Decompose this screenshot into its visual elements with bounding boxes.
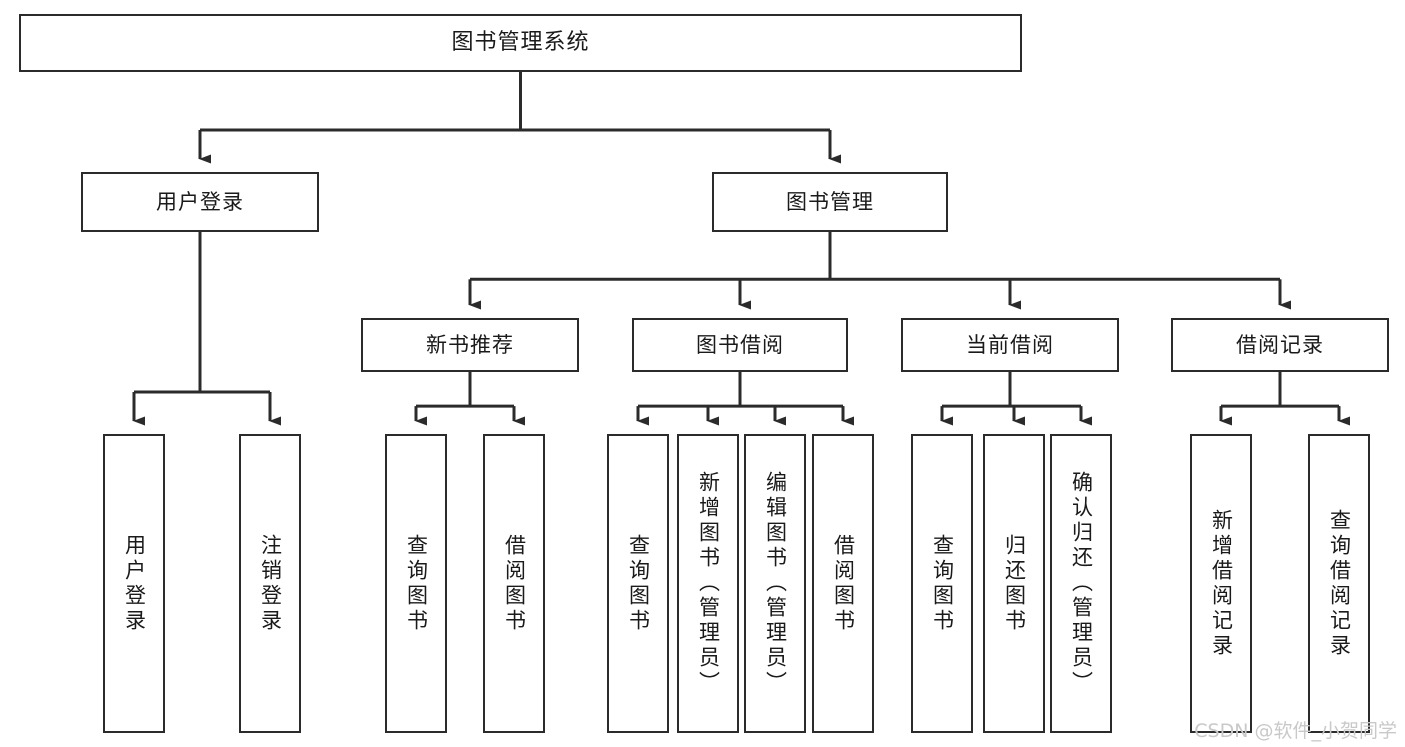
node-leaf-bb-query[interactable]: 查询图书 — [607, 434, 669, 733]
node-label: 用户登录 — [122, 533, 147, 634]
node-current-borrow[interactable]: 当前借阅 — [901, 318, 1119, 372]
node-leaf-bb-edit[interactable]: 编辑图书（管理员） — [744, 434, 806, 733]
node-label: 编辑图书（管理员） — [763, 471, 788, 696]
node-leaf-bb-add[interactable]: 新增图书（管理员） — [677, 434, 739, 733]
node-leaf-br-query[interactable]: 查询借阅记录 — [1308, 434, 1370, 733]
node-label: 图书管理 — [786, 189, 874, 214]
node-user-login[interactable]: 用户登录 — [81, 172, 319, 232]
node-label: 查询图书 — [626, 533, 651, 634]
node-label: 图书管理系统 — [451, 30, 590, 56]
node-book-manage[interactable]: 图书管理 — [712, 172, 948, 232]
node-leaf-nb-borrow[interactable]: 借阅图书 — [483, 434, 545, 733]
node-label: 归还图书 — [1002, 533, 1027, 634]
node-label: 查询图书 — [404, 533, 429, 634]
node-leaf-cb-return[interactable]: 归还图书 — [983, 434, 1045, 733]
node-leaf-logout[interactable]: 注销登录 — [239, 434, 301, 733]
node-label: 新书推荐 — [426, 332, 514, 357]
node-new-book-rec[interactable]: 新书推荐 — [361, 318, 579, 372]
node-label: 新增图书（管理员） — [696, 471, 721, 696]
node-label: 注销登录 — [258, 533, 283, 634]
node-label: 借阅图书 — [502, 533, 527, 634]
node-leaf-cb-confirm[interactable]: 确认归还（管理员） — [1050, 434, 1112, 733]
csdn-watermark: CSDN @软件_小贺同学 — [1194, 720, 1397, 742]
node-label: 借阅记录 — [1236, 332, 1324, 357]
node-leaf-cb-query[interactable]: 查询图书 — [911, 434, 973, 733]
node-label: 当前借阅 — [966, 332, 1054, 357]
node-leaf-br-add[interactable]: 新增借阅记录 — [1190, 434, 1252, 733]
node-label: 新增借阅记录 — [1209, 508, 1234, 659]
node-borrow-record[interactable]: 借阅记录 — [1171, 318, 1389, 372]
node-root[interactable]: 图书管理系统 — [19, 14, 1022, 72]
node-label: 查询图书 — [930, 533, 955, 634]
node-label: 借阅图书 — [831, 533, 856, 634]
node-leaf-user-login[interactable]: 用户登录 — [103, 434, 165, 733]
node-label: 查询借阅记录 — [1327, 508, 1352, 659]
node-leaf-bb-borrow[interactable]: 借阅图书 — [812, 434, 874, 733]
node-leaf-nb-query[interactable]: 查询图书 — [385, 434, 447, 733]
node-label: 用户登录 — [156, 189, 244, 214]
node-label: 确认归还（管理员） — [1069, 471, 1094, 696]
node-book-borrow[interactable]: 图书借阅 — [632, 318, 848, 372]
node-label: 图书借阅 — [696, 332, 784, 357]
